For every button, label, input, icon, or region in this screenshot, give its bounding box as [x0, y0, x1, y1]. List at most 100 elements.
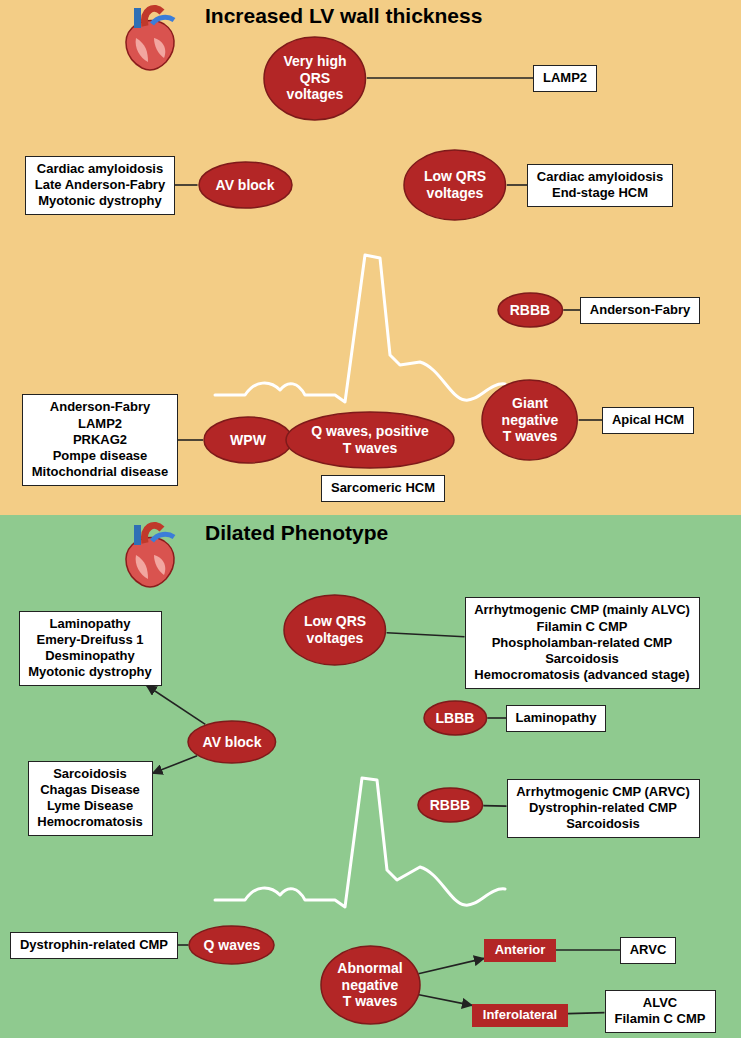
subtype-label: Anterior	[495, 942, 546, 958]
heart-icon	[126, 8, 174, 70]
finding-ellipse: AV block	[187, 720, 277, 764]
connector-line	[175, 184, 198, 186]
finding-label: AV block	[203, 734, 262, 751]
finding-label: Very high QRS voltages	[280, 53, 350, 103]
finding-label: Q waves, positive T waves	[309, 423, 431, 456]
disease-label: Myotonic dystrophy	[28, 664, 152, 680]
finding-label: RBBB	[510, 302, 550, 319]
disease-label: Laminopathy	[516, 710, 597, 726]
disease-box: ALVCFilamin C CMP	[605, 990, 716, 1033]
connector-line	[556, 949, 620, 951]
disease-label: Phospholamban-related CMP	[492, 635, 673, 651]
panel-title: Dilated Phenotype	[205, 521, 388, 545]
disease-box: Cardiac amyloidosisLate Anderson-FabryMy…	[25, 156, 175, 215]
finding-ellipse: Abnormal negative T waves	[320, 945, 421, 1025]
finding-ellipse: Low QRS voltages	[403, 149, 507, 221]
disease-label: Sarcoidosis	[566, 816, 640, 832]
disease-label: Desminopathy	[45, 648, 135, 664]
finding-ellipse: RBBB	[497, 292, 564, 328]
ecg-trace	[215, 778, 505, 907]
subtype-label: Inferolateral	[483, 1007, 557, 1023]
finding-ellipse: WPW	[203, 416, 293, 464]
disease-label: Lyme Disease	[47, 798, 133, 814]
finding-label: Abnormal negative T waves	[336, 960, 404, 1010]
disease-box: Cardiac amyloidosisEnd-stage HCM	[527, 164, 673, 207]
disease-box: LAMP2	[533, 65, 597, 92]
disease-box: Laminopathy	[506, 705, 606, 732]
disease-box: Anderson-Fabry	[580, 297, 700, 324]
disease-label: Chagas Disease	[40, 782, 140, 798]
disease-label: Arrhytmogenic CMP (ARVC)	[516, 784, 690, 800]
finding-label: LBBB	[436, 710, 475, 727]
connector-line	[147, 686, 206, 725]
heart-icon	[126, 525, 174, 587]
disease-label: Apical HCM	[612, 412, 684, 428]
disease-label: Sarcoidosis	[545, 651, 619, 667]
finding-label: Low QRS voltages	[300, 613, 370, 646]
finding-ellipse: Very high QRS voltages	[263, 36, 367, 121]
disease-label: Pompe disease	[53, 448, 148, 464]
connector-line	[507, 184, 527, 186]
disease-box: SarcoidosisChagas DiseaseLyme DiseaseHem…	[28, 761, 153, 836]
disease-label: Sarcomeric HCM	[331, 480, 435, 496]
finding-ellipse: Q waves, positive T waves	[285, 411, 455, 469]
subtype-tag: Anterior	[484, 939, 556, 962]
finding-ellipse: Q waves	[188, 925, 275, 965]
disease-box: Apical HCM	[602, 407, 694, 434]
disease-box: ARVC	[620, 937, 676, 964]
disease-label: ALVC	[643, 995, 677, 1011]
connector-line	[487, 717, 506, 719]
finding-ellipse: AV block	[198, 161, 293, 209]
disease-label: Hemocromatosis	[37, 814, 142, 830]
connector-line	[153, 756, 198, 774]
disease-label: Filamin C CMP	[536, 619, 627, 635]
disease-label: Myotonic dystrophy	[38, 193, 162, 209]
disease-label: LAMP2	[78, 416, 122, 432]
ecg-trace	[215, 255, 505, 402]
finding-ellipse: LBBB	[423, 700, 488, 736]
disease-label: Arrhytmogenic CMP (mainly ALVC)	[474, 602, 690, 618]
finding-label: RBBB	[430, 797, 470, 814]
connector-line	[563, 309, 580, 311]
connector-line	[579, 419, 602, 421]
finding-ellipse: Low QRS voltages	[283, 594, 387, 666]
connector-line	[568, 1013, 605, 1014]
disease-label: Anderson-Fabry	[50, 399, 150, 415]
panel-band: Dilated PhenotypeLow QRS voltagesArrhytm…	[0, 515, 741, 1038]
disease-label: Mitochondrial disease	[32, 464, 169, 480]
connector-line	[418, 958, 484, 973]
disease-label: Hemocromatosis (advanced stage)	[474, 667, 689, 683]
connector-line	[178, 439, 203, 441]
finding-ellipse: Giant negative T waves	[481, 379, 578, 461]
finding-ellipse: RBBB	[417, 787, 484, 823]
disease-label: Laminopathy	[50, 616, 131, 632]
finding-label: Low QRS voltages	[420, 168, 490, 201]
disease-label: ARVC	[630, 942, 667, 958]
connector-line	[387, 633, 465, 637]
disease-box: Dystrophin-related CMP	[10, 932, 178, 959]
disease-box: Arrhytmogenic CMP (ARVC)Dystrophin-relat…	[507, 779, 700, 838]
disease-label: Cardiac amyloidosis	[37, 161, 163, 177]
panel-band: Increased LV wall thicknessVery high QRS…	[0, 0, 741, 515]
connector-line	[367, 77, 533, 79]
disease-label: PRKAG2	[73, 432, 127, 448]
finding-label: WPW	[230, 432, 266, 449]
disease-label: Filamin C CMP	[614, 1011, 705, 1027]
disease-label: End-stage HCM	[552, 185, 648, 201]
connector-line	[483, 805, 506, 807]
disease-label: Anderson-Fabry	[590, 302, 690, 318]
finding-label: AV block	[216, 177, 275, 194]
disease-label: Dystrophin-related CMP	[529, 800, 677, 816]
disease-box: Anderson-FabryLAMP2PRKAG2Pompe diseaseMi…	[22, 394, 178, 486]
panel-title: Increased LV wall thickness	[205, 4, 482, 28]
disease-label: Dystrophin-related CMP	[20, 937, 168, 953]
connector-line	[419, 995, 472, 1006]
disease-label: Cardiac amyloidosis	[537, 169, 663, 185]
disease-label: Sarcoidosis	[53, 766, 127, 782]
disease-label: Emery-Dreifuss 1	[37, 632, 144, 648]
finding-label: Q waves	[204, 937, 261, 954]
disease-label: LAMP2	[543, 70, 587, 86]
disease-box: Arrhytmogenic CMP (mainly ALVC)Filamin C…	[465, 597, 700, 689]
connector-line	[178, 944, 188, 946]
disease-label: Late Anderson-Fabry	[35, 177, 165, 193]
